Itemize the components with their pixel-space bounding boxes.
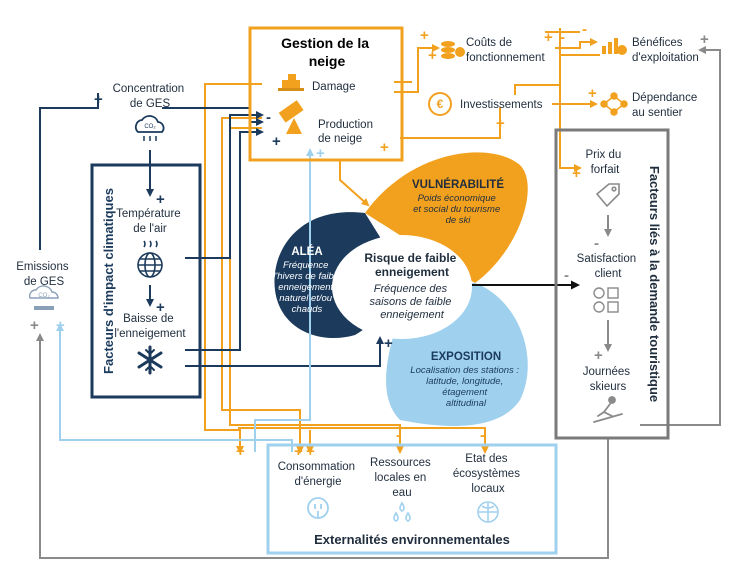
- snowmaking-label: Production de neige: [318, 119, 376, 145]
- demand-factors-box: [554, 128, 670, 440]
- snow-management-title: Gestion de la neige: [281, 35, 373, 69]
- co2-car-icon: CO₂: [28, 285, 59, 310]
- vulnerability-desc: Poids économique et social du tourisme d…: [413, 193, 503, 226]
- link-snowmaking-from-blue: [254, 148, 314, 452]
- energy-label: Consommation d'énergie: [278, 461, 359, 488]
- snow-cannon-icon: [278, 100, 304, 134]
- profit-chart-icon: [602, 38, 627, 55]
- demand-factors-title: Facteurs liés à la demande touristique: [647, 166, 662, 402]
- co2-cloud-icon: CO₂: [134, 115, 165, 141]
- svg-text:CO₂: CO₂: [144, 124, 156, 130]
- link-signs: + + + - - + + + - + + + + - + + + + + - …: [30, 21, 709, 460]
- snowflake-icon: [137, 345, 163, 375]
- link-profits-to-price: [559, 28, 582, 172]
- snow-management-box: [248, 26, 404, 162]
- sign-plus: +: [420, 27, 429, 44]
- ghg-emissions-label: Emissions de GES: [16, 261, 72, 288]
- link-invest-to-snowmaking: [400, 107, 501, 139]
- sign-plus: +: [156, 191, 165, 208]
- skier-icon: [593, 396, 623, 423]
- link-snow-to-water: [229, 127, 404, 454]
- svg-text:CO₂: CO₂: [38, 293, 50, 299]
- sign-plus: +: [594, 347, 603, 364]
- link-costs-to-profits: [555, 38, 598, 49]
- sign-plus: +: [572, 165, 581, 182]
- hazard-title: ALÉA: [291, 245, 322, 258]
- link-emissions-to-concentration: [39, 93, 99, 250]
- link-demand-to-profits: [640, 46, 721, 426]
- skier-days-label: Journées skieurs: [583, 366, 634, 393]
- link-snow-to-hazard: [185, 336, 384, 367]
- local-resources-label: Ressources locales en eau: [370, 457, 434, 499]
- price-tag-icon: [595, 183, 620, 208]
- svg-text:€: €: [437, 97, 444, 111]
- sign-plus: +: [316, 145, 325, 162]
- investments-label: Investissements: [460, 99, 543, 111]
- link-energy-to-emissions: [56, 323, 293, 452]
- path-dependency-label: Dépendance au sentier: [632, 92, 700, 119]
- link-snowmaking-to-costs: [394, 44, 440, 93]
- link-grooming-left: [204, 83, 262, 454]
- snow-decrease-label: Baisse de l'enneigement: [114, 313, 186, 340]
- sign-plus: +: [56, 317, 65, 334]
- ghg-concentration-label: Concentration de GES: [113, 83, 188, 110]
- sign-plus: +: [272, 133, 281, 150]
- operating-profits-label: Bénéfices d'exploitation: [632, 37, 699, 64]
- exposure-desc: Localisation des stations : latitude, lo…: [410, 365, 521, 409]
- sign-plus: +: [380, 139, 389, 156]
- ecosystems-label: Etat des écosystèmes locaux: [453, 453, 523, 495]
- sign-minus: -: [266, 109, 271, 126]
- risk-propeller: [274, 152, 528, 426]
- climate-factors-title: Facteurs d'impact climatiques: [101, 188, 116, 374]
- sign-plus: +: [30, 317, 39, 334]
- sign-plus: +: [384, 335, 393, 352]
- risk-center-title: Risque de faible enneigement: [364, 251, 459, 279]
- sign-plus: +: [496, 115, 505, 132]
- euro-cycle-icon: €: [428, 92, 452, 116]
- links: [36, 28, 721, 559]
- climate-factors-box: [90, 163, 202, 399]
- grooming-label: Damage: [312, 81, 355, 93]
- risk-center-desc: Fréquence des saisons de faible enneigem…: [369, 283, 454, 321]
- sign-minus: -: [396, 427, 401, 444]
- ski-pass-price-label: Prix du forfait: [586, 149, 625, 176]
- sign-plus: +: [94, 91, 103, 108]
- externalities-title: Externalités environnementales: [314, 532, 510, 547]
- risk-center: [332, 235, 472, 339]
- sign-plus: +: [544, 29, 553, 46]
- sign-plus: +: [156, 299, 165, 316]
- link-snow-mgmt-to-vulnerability: [339, 160, 370, 207]
- link-temp-to-snowmaking: [185, 111, 264, 259]
- snow-groomer-icon: [278, 74, 304, 91]
- externalities-box: [266, 443, 558, 555]
- air-temperature-label: Température de l'air: [116, 208, 184, 235]
- hazard-desc: Fréquence d'hivers de faible enneigement…: [270, 260, 344, 315]
- exposure-title: EXPOSITION: [431, 351, 501, 363]
- temperature-globe-icon: [137, 240, 163, 278]
- coins-icon: [441, 41, 465, 59]
- sign-plus: +: [428, 47, 437, 64]
- network-icon: [600, 92, 628, 116]
- sign-plus: +: [700, 31, 709, 48]
- sign-minus: -: [560, 29, 565, 46]
- water-drops-icon: [393, 501, 411, 522]
- sign-minus: -: [582, 21, 587, 38]
- sign-minus: -: [594, 235, 599, 252]
- sign-plus: +: [236, 443, 245, 460]
- sign-plus: +: [294, 443, 303, 460]
- sign-plus: +: [588, 85, 597, 102]
- vulnerability-title: VULNÉRABILITÉ: [412, 178, 504, 191]
- ecosystem-globe-icon: [477, 501, 499, 523]
- sign-minus: -: [372, 199, 377, 216]
- energy-plug-icon: [307, 497, 329, 519]
- link-demand-to-emissions: [36, 333, 609, 559]
- sign-plus: +: [306, 443, 315, 460]
- operating-costs-label: Coûts de fonctionnement: [466, 37, 545, 64]
- sign-minus: -: [564, 267, 569, 284]
- vulnerability-petal: [365, 152, 528, 283]
- sign-minus: -: [480, 427, 485, 444]
- customer-satisfaction-label: Satisfaction client: [577, 253, 640, 280]
- satisfaction-survey-icon: [593, 287, 619, 313]
